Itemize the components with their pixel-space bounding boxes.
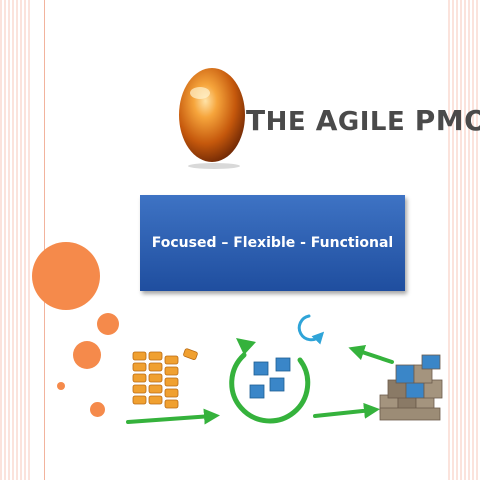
green-arrow-right-icon — [126, 408, 220, 425]
logo-title-word1-cap: A — [315, 104, 338, 137]
cube-stack-icon — [379, 354, 443, 421]
left-divider-line — [44, 0, 45, 480]
blue-refresh-icon — [297, 314, 325, 345]
orange-circle-small-2 — [90, 402, 105, 417]
brick-stack-icon — [132, 348, 198, 409]
tagline-text: Focused – Flexible - Functional — [151, 235, 394, 251]
logo-title-prefix: T — [246, 104, 266, 137]
logo-title-word1-rest: GILE — [337, 107, 415, 137]
orange-circle-medium — [97, 313, 119, 335]
cycle-cubes-icon — [229, 338, 311, 424]
orange-circle-medium-2 — [73, 341, 101, 369]
green-arrow-up-left-icon — [348, 344, 394, 364]
orange-circle-large — [32, 242, 100, 310]
tagline-banner: Focused – Flexible - Functional — [140, 195, 405, 291]
green-arrow-right-icon-2 — [313, 402, 380, 419]
orange-circle-small — [57, 382, 65, 390]
logo-title: THE AGILE PMO — [246, 104, 480, 137]
logo-title-word2: PMO — [414, 104, 480, 137]
right-decorative-band — [448, 0, 480, 480]
orange-gem-icon — [179, 68, 245, 169]
left-decorative-band — [0, 0, 32, 480]
logo-title-prefix-rest: HE — [265, 107, 316, 137]
